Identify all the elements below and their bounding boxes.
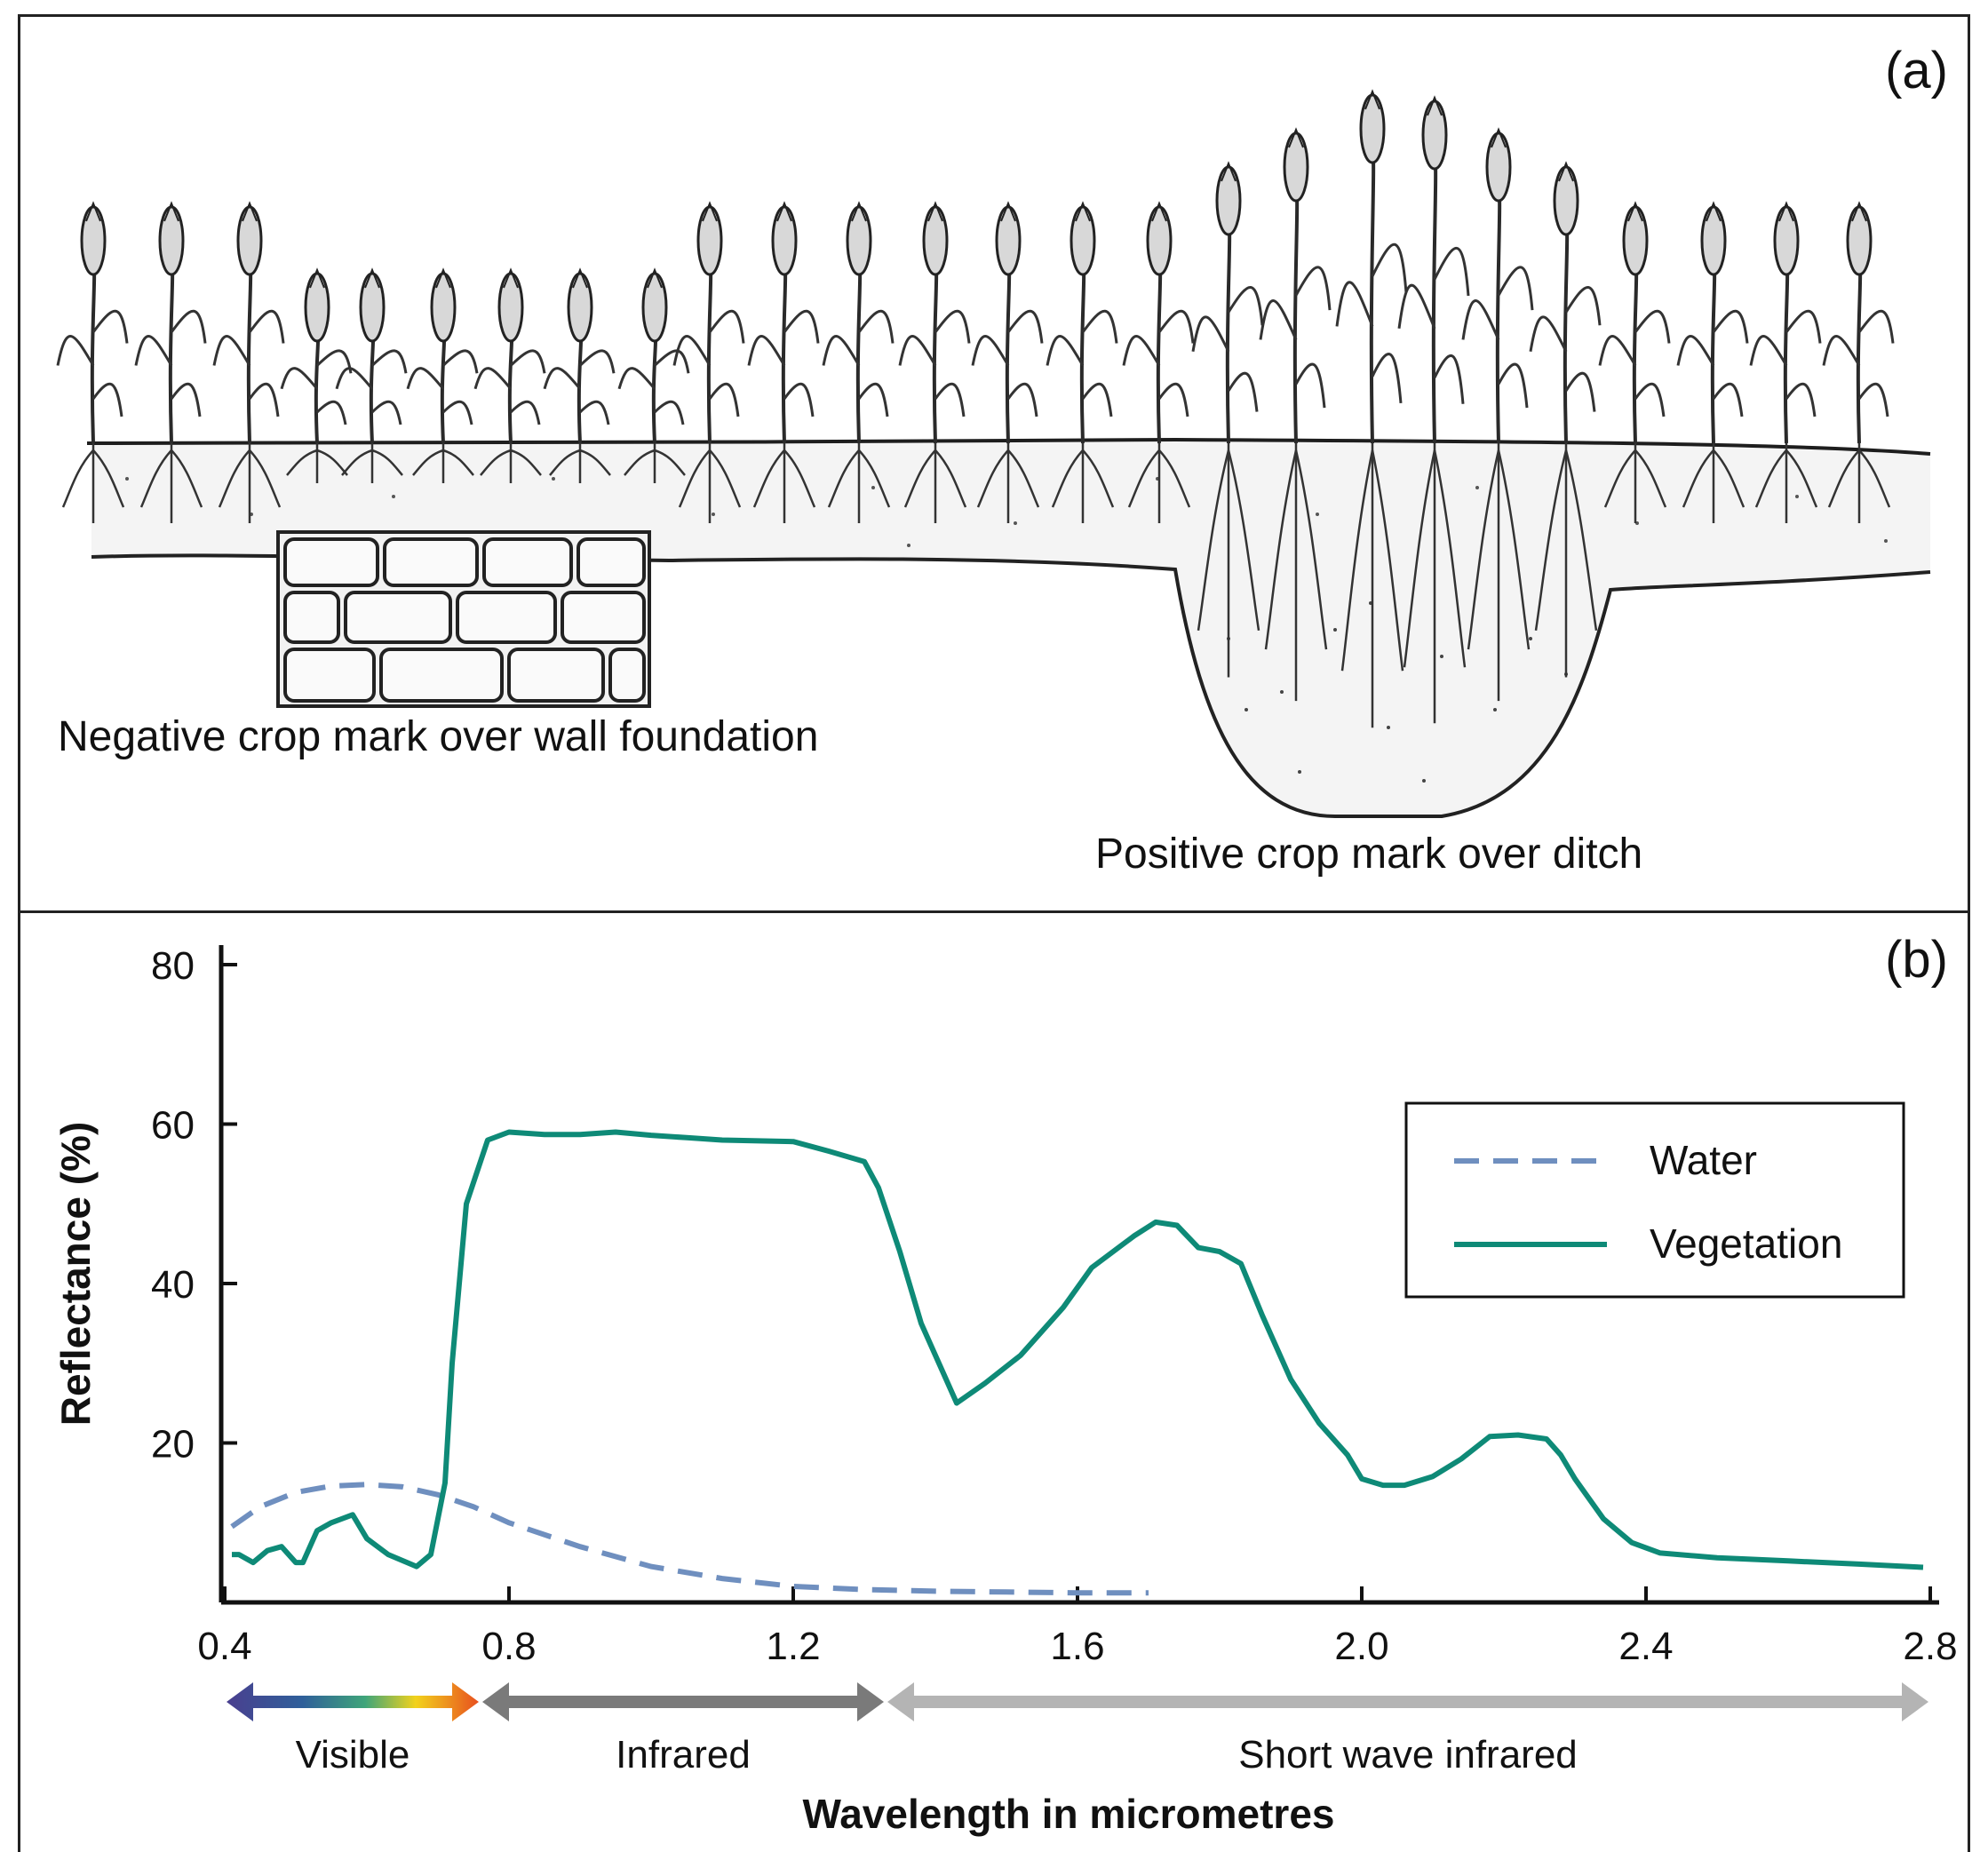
band-label: Short wave infrared [1238,1733,1578,1776]
band-arrow [887,1682,1928,1721]
x-axis-label: Wavelength in micrometres [802,1791,1334,1837]
y-axis-ticks: 20 40 60 80 [151,944,237,1466]
legend-box [1404,1101,1905,1299]
ground-surface-line [86,437,1931,456]
y-tick-label: 20 [151,1423,195,1466]
crop-plant [1749,201,1822,523]
x-tick-label: 1.6 [1050,1625,1104,1668]
y-axis-label: Reflectance (%) [52,1122,99,1427]
crop-plant [56,201,129,523]
crop-plant [212,201,285,523]
crop-plant [971,201,1044,523]
vegetation-series-line [232,1129,1924,1570]
crop-plant [898,201,971,523]
crop-plant [406,267,479,483]
crop-plant [1529,161,1602,678]
y-tick-label: 60 [151,1104,195,1148]
y-tick-label: 80 [151,944,195,988]
wall-foundation [276,530,651,708]
crop-plant [280,267,353,483]
crop-plant [134,201,207,523]
panel-b-tag: (b) [1885,931,1948,989]
legend: Water Vegetation [1404,1101,1905,1299]
negative-crop-mark-label: Negative crop mark over wall foundation [58,713,818,760]
crop-plant [617,267,690,483]
panel-a-tag: (a) [1885,42,1948,99]
crop-plant [1676,201,1749,523]
positive-crop-mark-label: Positive crop mark over ditch [1095,831,1642,878]
band-infrared: Infrared [482,1682,884,1776]
band-arrow [227,1682,479,1721]
crop-plant [1598,201,1671,523]
crop-plant [1259,127,1332,702]
crop-plant [335,267,408,483]
panel-b-chart: 20 40 60 80 0.4 0.8 1.2 1.6 2.0 2.4 2.8 (b) Refle… [18,913,1970,1852]
crop-plant [543,267,616,483]
band-visible: Visible [227,1682,479,1776]
crop-plant [1397,95,1470,724]
crop-plant [473,267,546,483]
crop-plants [56,89,1895,728]
reflectance-chart: 20 40 60 80 0.4 0.8 1.2 1.6 2.0 2.4 2.8 (b) Refle… [52,931,1958,1837]
crop-plant [747,201,820,523]
x-tick-label: 2.0 [1334,1625,1388,1668]
crop-plant [1191,161,1264,678]
water-series-line [230,1482,1149,1596]
x-axis-ticks: 0.4 0.8 1.2 1.6 2.0 2.4 2.8 [197,1586,1958,1668]
legend-water-label: Water [1650,1137,1757,1183]
x-tick-label: 1.2 [766,1625,820,1668]
x-tick-label: 2.8 [1903,1625,1957,1668]
band-short-wave-infrared: Short wave infrared [887,1682,1928,1776]
spectral-bands: Visible Infrared Short wave infrared [227,1682,1928,1776]
band-label: Infrared [616,1733,751,1776]
x-tick-label: 0.8 [481,1625,536,1668]
crop-plant [1461,127,1534,702]
panel-a-illustration: (a) Negative crop mark over wall foundat… [18,14,1970,913]
crop-plant [822,201,895,523]
crop-plant [1046,201,1118,523]
band-label: Visible [296,1733,410,1776]
y-tick-label: 40 [151,1263,195,1307]
x-tick-label: 2.4 [1618,1625,1673,1668]
crop-plant [1122,201,1195,523]
crop-plant [1822,201,1895,523]
legend-vegetation-label: Vegetation [1650,1220,1842,1267]
crop-mark-drawing: (a) Negative crop mark over wall foundat… [56,42,1948,878]
crop-plant [672,201,745,523]
crop-plant [1335,89,1408,728]
band-arrow [482,1682,884,1721]
x-tick-label: 0.4 [197,1625,251,1668]
